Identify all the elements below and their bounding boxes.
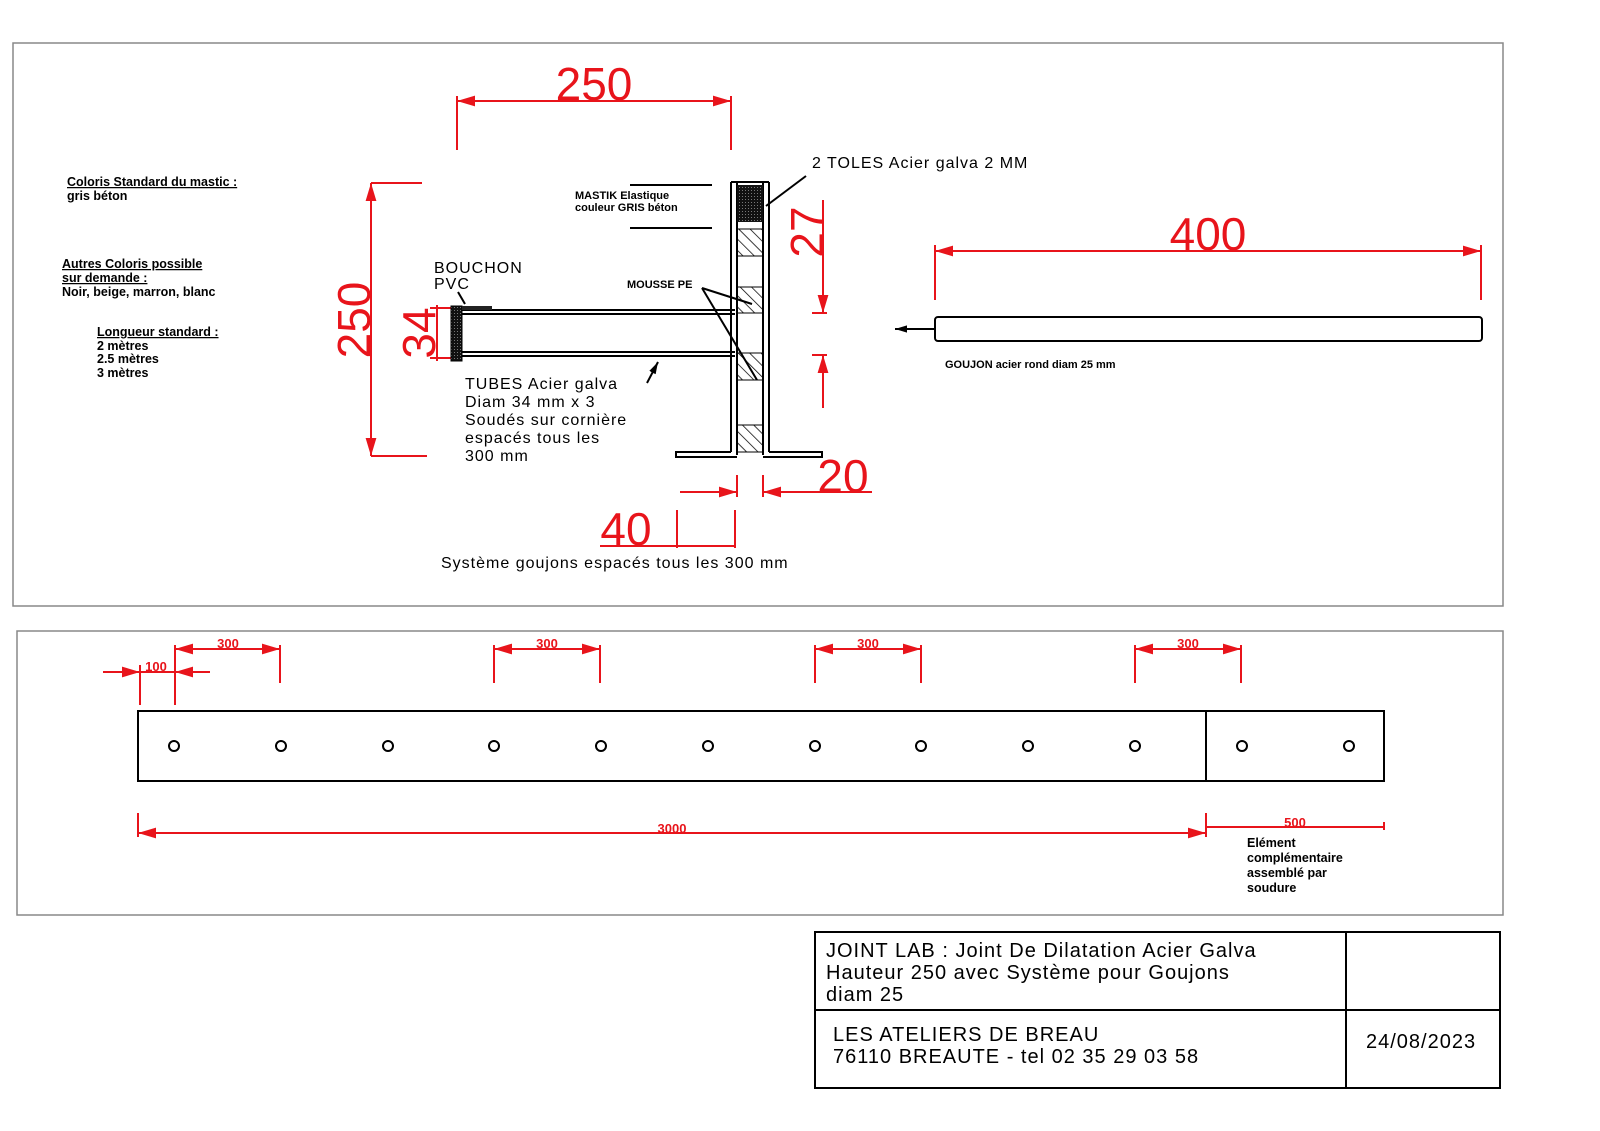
length-item: 3 mètres — [97, 366, 148, 380]
dim-width-250: 250 — [556, 58, 633, 110]
dowel-holes — [168, 740, 1355, 752]
notes: Coloris Standard du mastic : gris béton … — [62, 175, 237, 380]
pe-foam — [736, 424, 764, 453]
label-mastik: MASTIK Elastique — [575, 190, 669, 202]
drawing-date: 24/08/2023 — [1366, 1031, 1476, 1053]
drawing-title: JOINT LAB : Joint De Dilatation Acier Ga… — [826, 940, 1257, 962]
other-colors-title: Autres Coloris possible — [62, 257, 202, 271]
extra-note: complémentaire — [1247, 851, 1343, 865]
extra-note: assemblé par — [1247, 866, 1327, 880]
mastic-value: gris béton — [67, 189, 127, 203]
section-dimensions: 250 250 34 27 20 40 — [328, 58, 872, 555]
pvc-cap — [450, 305, 463, 362]
other-colors-values: Noir, beige, marron, blanc — [62, 285, 216, 299]
label-tubes: Diam 34 mm x 3 — [465, 394, 595, 411]
dim-300: 300 — [1177, 636, 1199, 651]
goujon-label: GOUJON acier rond diam 25 mm — [945, 359, 1116, 371]
pe-foam — [736, 228, 764, 257]
plan-view-frame — [16, 630, 1504, 916]
drawing-title: diam 25 — [826, 984, 904, 1006]
dim-40: 40 — [600, 503, 651, 555]
goujon-rod — [934, 316, 1483, 342]
plan-view: 300 300 300 300 100 3000 500 Elément — [103, 636, 1385, 895]
length-item: 2 mètres — [97, 339, 148, 353]
title-block: JOINT LAB : Joint De Dilatation Acier Ga… — [814, 931, 1501, 1089]
dim-27: 27 — [781, 206, 833, 257]
dim-300: 300 — [217, 636, 239, 651]
label-tubes: Soudés sur cornière — [465, 412, 627, 429]
drawing-title: Hauteur 250 avec Système pour Goujons — [826, 962, 1230, 984]
extra-note: soudure — [1247, 881, 1296, 895]
length-item: 2.5 mètres — [97, 352, 159, 366]
mastic — [737, 185, 763, 222]
dim-tube-34: 34 — [393, 307, 445, 358]
section-caption: Système goujons espacés tous les 300 mm — [441, 555, 789, 572]
goujon-view: 400 GOUJON acier rond diam 25 mm — [895, 208, 1483, 371]
extra-note: Elément — [1247, 836, 1296, 850]
company-name: LES ATELIERS DE BREAU — [833, 1024, 1099, 1046]
dim-300: 300 — [536, 636, 558, 651]
joint-section: 2 TOLES Acier galva 2 MM MASTIK Elastiqu… — [434, 155, 1028, 572]
length-title: Longueur standard : — [97, 325, 219, 339]
company-address: 76110 BREAUTE - tel 02 35 29 03 58 — [833, 1046, 1199, 1068]
dim-height-250: 250 — [328, 282, 380, 359]
mastic-title: Coloris Standard du mastic : — [67, 175, 237, 189]
label-tubes: 300 mm — [465, 448, 529, 465]
spacing-dims: 300 300 300 300 100 3000 500 — [103, 636, 1385, 839]
label-bouchon: BOUCHON — [434, 260, 523, 277]
label-mastik-color: couleur GRIS béton — [575, 202, 678, 214]
dim-3000: 3000 — [658, 821, 687, 836]
section-view-frame — [12, 42, 1504, 607]
label-mousse: MOUSSE PE — [627, 279, 692, 291]
dim-100: 100 — [145, 659, 167, 674]
label-toles: 2 TOLES Acier galva 2 MM — [812, 155, 1028, 172]
dim-goujon-400: 400 — [1170, 208, 1247, 260]
other-colors-title-2: sur demande : — [62, 271, 147, 285]
label-tubes: TUBES Acier galva — [465, 376, 618, 393]
dim-300: 300 — [857, 636, 879, 651]
label-tubes: espacés tous les — [465, 430, 600, 447]
dim-500: 500 — [1284, 815, 1306, 830]
label-pvc: PVC — [434, 276, 470, 293]
dim-20: 20 — [817, 450, 868, 502]
